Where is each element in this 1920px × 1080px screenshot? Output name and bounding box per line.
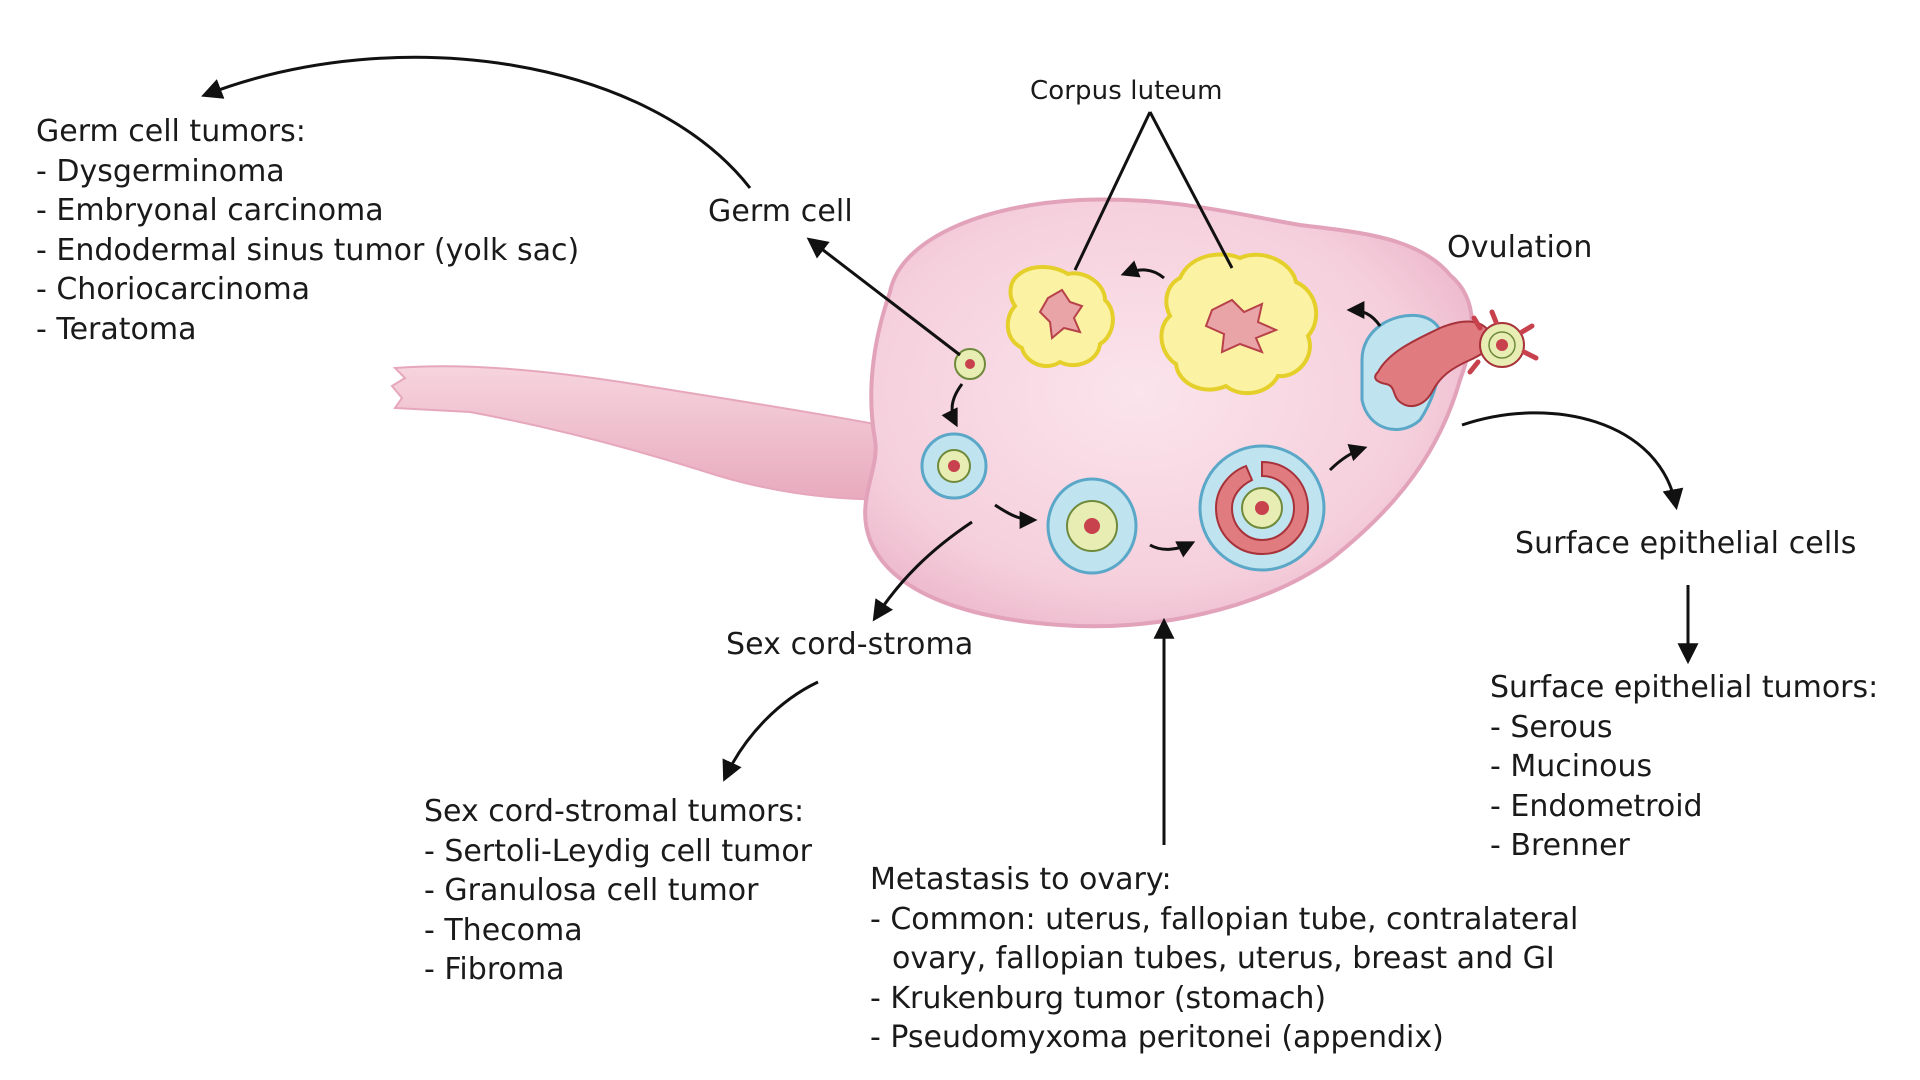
list-item: - Granulosa cell tumor <box>424 873 759 908</box>
surface-epithelial-cells-label: Surface epithelial cells <box>1515 526 1857 561</box>
maturation-arrows <box>941 260 1382 558</box>
ovulating-follicle <box>1360 309 1539 431</box>
list-item: - Thecoma <box>424 912 583 948</box>
arrow-to-sex-cord-stroma <box>872 520 973 622</box>
corpus-luteum-small <box>1005 265 1115 368</box>
germ-cell-tumors-title: Germ cell tumors: <box>36 114 306 149</box>
germ-cell-tumors-list: Germ cell tumors: - Dysgerminoma - Embry… <box>36 112 579 349</box>
primary-follicle <box>1046 477 1138 575</box>
germ-cell-oocyte <box>954 348 986 380</box>
sex-cord-stromal-tumors-title: Sex cord-stromal tumors: <box>424 794 805 829</box>
list-item: - Pseudomyxoma peritonei (appendix) <box>870 1020 1444 1055</box>
line-corpus-luteum-large <box>1148 111 1234 269</box>
surface-epithelial-tumors-list: Surface epithelial tumors: - Serous - Mu… <box>1490 668 1878 866</box>
corpus-luteum-label: Corpus luteum <box>1030 76 1223 106</box>
list-item: - Krukenburg tumor (stomach) <box>870 980 1327 1016</box>
line-corpus-luteum-small <box>1073 111 1152 271</box>
primordial-follicle <box>920 432 988 500</box>
corpus-luteum-large <box>1159 252 1318 396</box>
metastasis-title: Metastasis to ovary: <box>870 862 1172 897</box>
germ-cell-label: Germ cell <box>708 194 853 229</box>
sex-cord-stromal-tumors-list: Sex cord-stromal tumors: - Sertoli-Leydi… <box>424 792 812 990</box>
list-item: - Fibroma <box>424 952 565 987</box>
arrow-sex-cord-to-tumors <box>722 680 819 782</box>
list-item: - Choriocarcinoma <box>36 272 311 307</box>
arrow-oocyte-to-germ-cell-label <box>806 237 961 357</box>
antral-follicle <box>1198 444 1326 572</box>
list-item: - Embryonal carcinoma <box>36 193 384 228</box>
list-item: - Brenner <box>1490 828 1630 863</box>
sex-cord-stroma-label: Sex cord-stroma <box>726 627 974 662</box>
list-item: - Mucinous <box>1490 749 1653 784</box>
list-item: ovary, fallopian tubes, uterus, breast a… <box>892 941 1555 976</box>
label-arrows <box>201 55 1699 845</box>
list-item: - Dysgerminoma <box>36 153 285 189</box>
ovarian-ligament <box>390 365 902 502</box>
ovulation-label: Ovulation <box>1447 230 1593 265</box>
list-item: - Common: uterus, fallopian tube, contra… <box>870 901 1579 937</box>
arrow-to-surface-epithelial <box>1461 411 1684 511</box>
list-item: - Sertoli-Leydig cell tumor <box>424 833 813 869</box>
arrow-germ-cell-to-tumors <box>201 55 752 189</box>
metastasis-to-ovary-list: Metastasis to ovary: - Common: uterus, f… <box>870 860 1578 1058</box>
list-item: - Endometroid <box>1490 788 1703 824</box>
surface-epithelial-tumors-title: Surface epithelial tumors: <box>1490 670 1879 705</box>
list-item: - Teratoma <box>36 311 197 347</box>
list-item: - Serous <box>1490 709 1613 745</box>
list-item: - Endodermal sinus tumor (yolk sac) <box>36 232 580 268</box>
